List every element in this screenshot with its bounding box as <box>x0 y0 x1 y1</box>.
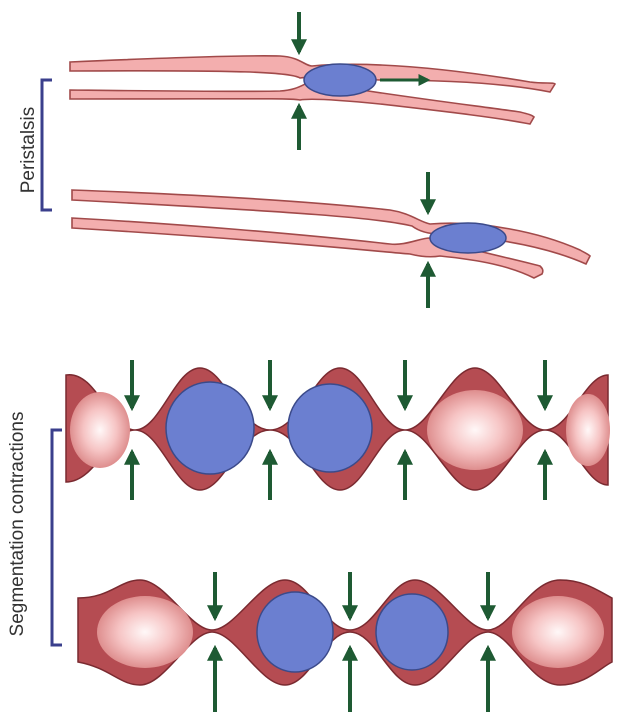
bolus <box>288 384 372 472</box>
peristalsis-tube-1 <box>70 12 555 150</box>
lumen-pocket <box>566 394 610 466</box>
segmentation-bracket <box>52 430 62 645</box>
bolus <box>304 64 376 96</box>
segmentation-band-2 <box>78 572 612 712</box>
segmentation-label: Segmentation contractions <box>6 344 30 704</box>
tube-lower-wall <box>70 82 534 124</box>
bolus <box>376 594 448 670</box>
lumen-pocket <box>512 596 604 668</box>
bolus <box>257 592 333 672</box>
peristalsis-bracket <box>42 80 52 210</box>
peristalsis-label: Peristalsis <box>17 105 41 195</box>
lumen-pocket <box>427 390 523 470</box>
bolus <box>430 223 506 253</box>
lumen-pocket <box>97 596 193 668</box>
bolus <box>166 382 254 474</box>
lumen-pocket <box>70 392 130 468</box>
segmentation-band-1 <box>66 360 610 500</box>
peristalsis-tube-2 <box>72 172 590 308</box>
